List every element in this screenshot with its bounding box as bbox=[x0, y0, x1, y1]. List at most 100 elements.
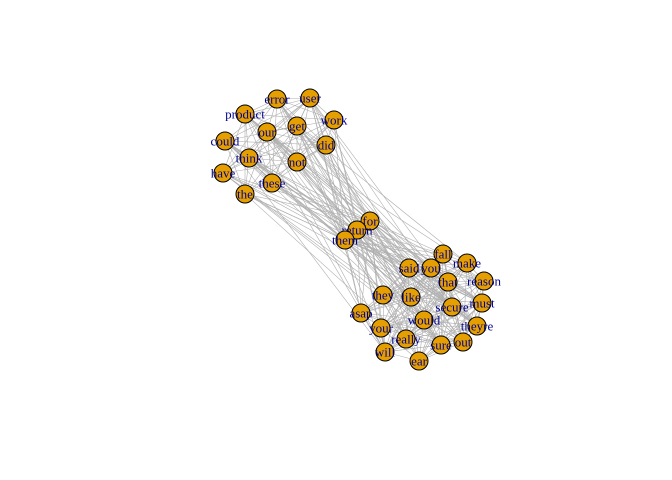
edge-make-ear bbox=[418, 262, 468, 362]
node-circle-would bbox=[414, 310, 434, 330]
node-circle-theyre bbox=[467, 316, 487, 336]
node-circle-our bbox=[257, 122, 277, 142]
node-circle-the bbox=[235, 184, 255, 204]
edge-our-did bbox=[266, 131, 327, 146]
node-circle-work bbox=[324, 110, 344, 130]
node-label-product: product bbox=[225, 107, 265, 122]
edge-them-not bbox=[296, 161, 346, 241]
node-circle-really bbox=[396, 329, 416, 349]
edge-for-said bbox=[369, 220, 410, 269]
node-circle-secure bbox=[442, 297, 462, 317]
edge-user-could bbox=[224, 97, 311, 142]
node-for: for bbox=[360, 211, 380, 231]
node-user: user bbox=[299, 88, 321, 108]
node-label-asap: asap bbox=[349, 306, 372, 321]
node-label-like: like bbox=[401, 290, 421, 305]
node-label-not: not bbox=[289, 155, 306, 170]
edge-them-our bbox=[266, 131, 346, 241]
node-error: error bbox=[264, 89, 290, 109]
node-circle-not bbox=[287, 152, 307, 172]
node-said: said bbox=[399, 258, 420, 278]
node-product: product bbox=[225, 104, 265, 124]
node-label-secure: secure bbox=[435, 300, 468, 315]
edge-must-really bbox=[405, 302, 483, 340]
node-label-theyre: theyre bbox=[461, 319, 494, 334]
node-label-think: think bbox=[236, 151, 263, 166]
node-label-sure: sure bbox=[430, 338, 452, 353]
node-label-them: them bbox=[332, 233, 358, 248]
node-your: your bbox=[369, 318, 394, 338]
edge-could-you bbox=[224, 140, 432, 269]
edge-return-have bbox=[222, 172, 358, 231]
edge-them-these bbox=[271, 182, 346, 241]
edge-that-they bbox=[382, 281, 449, 296]
node-circle-you bbox=[421, 258, 441, 278]
node-label-have: have bbox=[211, 166, 236, 181]
edge-you-asap bbox=[360, 267, 432, 314]
edge-reason-asap bbox=[360, 280, 485, 314]
edge-for-have bbox=[222, 172, 371, 222]
edge-return-did bbox=[325, 144, 358, 231]
node-label-error: error bbox=[264, 92, 290, 107]
edge-user-think bbox=[248, 97, 311, 159]
node-circle-for bbox=[360, 211, 380, 231]
node-circle-asap bbox=[351, 303, 371, 323]
node-circle-they bbox=[373, 285, 393, 305]
node-label-user: user bbox=[299, 91, 321, 106]
node-label-fall: fall bbox=[434, 247, 452, 262]
edge-reason-your bbox=[380, 280, 485, 329]
edge-they-theyre bbox=[382, 294, 478, 327]
node-fall: fall bbox=[433, 244, 453, 264]
edge-return-like bbox=[356, 229, 412, 298]
node-circle-them bbox=[335, 230, 355, 250]
node-asap: asap bbox=[349, 303, 373, 323]
node-not: not bbox=[287, 152, 307, 172]
node-circle-could bbox=[215, 131, 235, 151]
node-label-your: your bbox=[369, 321, 394, 336]
node-secure: secure bbox=[435, 297, 469, 317]
node-could: could bbox=[211, 131, 240, 151]
edge-return-must bbox=[356, 229, 483, 304]
node-the: the bbox=[235, 184, 255, 204]
edge-could-not bbox=[224, 140, 298, 163]
node-circle-user bbox=[300, 88, 320, 108]
node-circle-these bbox=[262, 173, 282, 193]
edge-could-like bbox=[224, 140, 412, 298]
node-will: will bbox=[375, 342, 396, 362]
node-circle-said bbox=[399, 258, 419, 278]
node-label-will: will bbox=[375, 345, 396, 360]
edge-them-have bbox=[222, 172, 346, 241]
node-really: really bbox=[391, 329, 421, 349]
edge-could-sure bbox=[224, 140, 442, 346]
edge-user-said bbox=[309, 97, 410, 269]
node-label-get: get bbox=[289, 119, 305, 134]
node-circle-your bbox=[371, 318, 391, 338]
node-label-they: they bbox=[372, 288, 395, 303]
edge-product-did bbox=[244, 113, 327, 146]
node-reason: reason bbox=[467, 271, 501, 291]
node-label-reason: reason bbox=[467, 274, 501, 289]
node-circle-get bbox=[287, 116, 307, 136]
node-make: make bbox=[453, 253, 481, 273]
node-circle-product bbox=[235, 104, 255, 124]
node-circle-like bbox=[401, 287, 421, 307]
node-work: work bbox=[321, 110, 348, 130]
edge-them-get bbox=[296, 125, 346, 241]
node-label-make: make bbox=[453, 256, 481, 271]
node-have: have bbox=[211, 163, 236, 183]
node-sure: sure bbox=[430, 335, 452, 355]
node-label-you: you bbox=[421, 261, 441, 276]
node-circle-that bbox=[438, 272, 458, 292]
node-them: them bbox=[332, 230, 358, 250]
node-label-for: for bbox=[362, 214, 378, 229]
edge-must-ear bbox=[418, 302, 483, 362]
node-you: you bbox=[421, 258, 441, 278]
node-label-could: could bbox=[211, 134, 240, 149]
node-circle-ear bbox=[409, 351, 429, 371]
edge-product-must bbox=[244, 113, 483, 304]
edge-make-theyre bbox=[466, 262, 478, 327]
edge-like-ear bbox=[410, 296, 420, 362]
node-circle-make bbox=[457, 253, 477, 273]
